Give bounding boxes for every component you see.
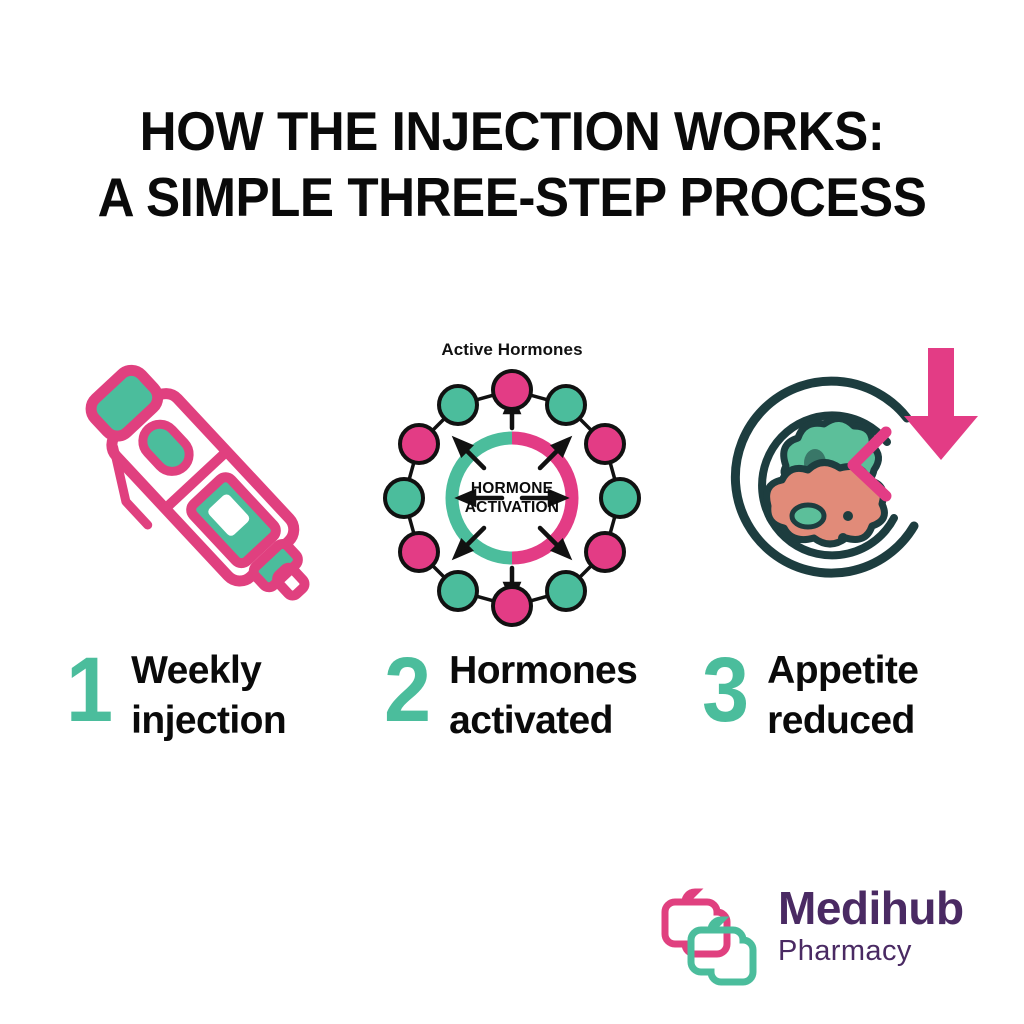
step-1-line-1: Weekly bbox=[131, 649, 262, 692]
steps-row: 1 Weekly injection 2 Hormones activated … bbox=[0, 640, 1024, 770]
step-item-2: 2 Hormones activated bbox=[384, 639, 638, 746]
icon-row: Active Hormones bbox=[0, 330, 1024, 630]
step-2-line-1: Hormones bbox=[449, 649, 638, 692]
logo-brand-name: Medihub bbox=[778, 882, 964, 934]
step-3-line-2: reduced bbox=[767, 699, 915, 742]
title-line-2: A SIMPLE THREE-STEP PROCESS bbox=[97, 166, 927, 228]
injection-pen-icon bbox=[85, 364, 310, 601]
step-label-1: Weekly injection bbox=[131, 646, 287, 746]
step-item-3: 3 Appetite reduced bbox=[702, 639, 919, 746]
appetite-reduced-icon bbox=[730, 348, 978, 578]
hormone-activation-diagram bbox=[383, 369, 641, 627]
hormone-nodes bbox=[383, 369, 641, 627]
step-3-illustration bbox=[682, 330, 982, 630]
brand-logo: Medihub Pharmacy bbox=[656, 876, 976, 986]
logo-wordmark: Medihub Pharmacy bbox=[778, 882, 964, 968]
double-cross-icon bbox=[661, 888, 757, 986]
step-number-3: 3 bbox=[702, 639, 750, 741]
medihub-cross-mark bbox=[656, 876, 766, 986]
step-number-2: 2 bbox=[384, 639, 432, 741]
step-2-line-2: activated bbox=[449, 699, 613, 742]
hormone-activation-ring bbox=[445, 431, 579, 565]
step-3-line-1: Appetite bbox=[767, 649, 919, 692]
title-line-1: HOW THE INJECTION WORKS: bbox=[139, 100, 885, 162]
step-1-line-2: injection bbox=[131, 699, 287, 742]
down-arrow-icon bbox=[904, 348, 978, 460]
step-item-1: 1 Weekly injection bbox=[66, 639, 287, 746]
step-number-1: 1 bbox=[66, 639, 114, 741]
active-hormones-label: Active Hormones bbox=[441, 340, 583, 359]
step-2-illustration: Active Hormones bbox=[362, 330, 662, 630]
step-label-3: Appetite reduced bbox=[767, 646, 919, 746]
hormone-arrows bbox=[451, 392, 573, 604]
step-label-2: Hormones activated bbox=[449, 646, 638, 746]
step-1-illustration bbox=[46, 330, 346, 630]
logo-subtitle: Pharmacy bbox=[778, 935, 912, 967]
page-title: HOW THE INJECTION WORKS: A SIMPLE THREE-… bbox=[0, 98, 1024, 230]
